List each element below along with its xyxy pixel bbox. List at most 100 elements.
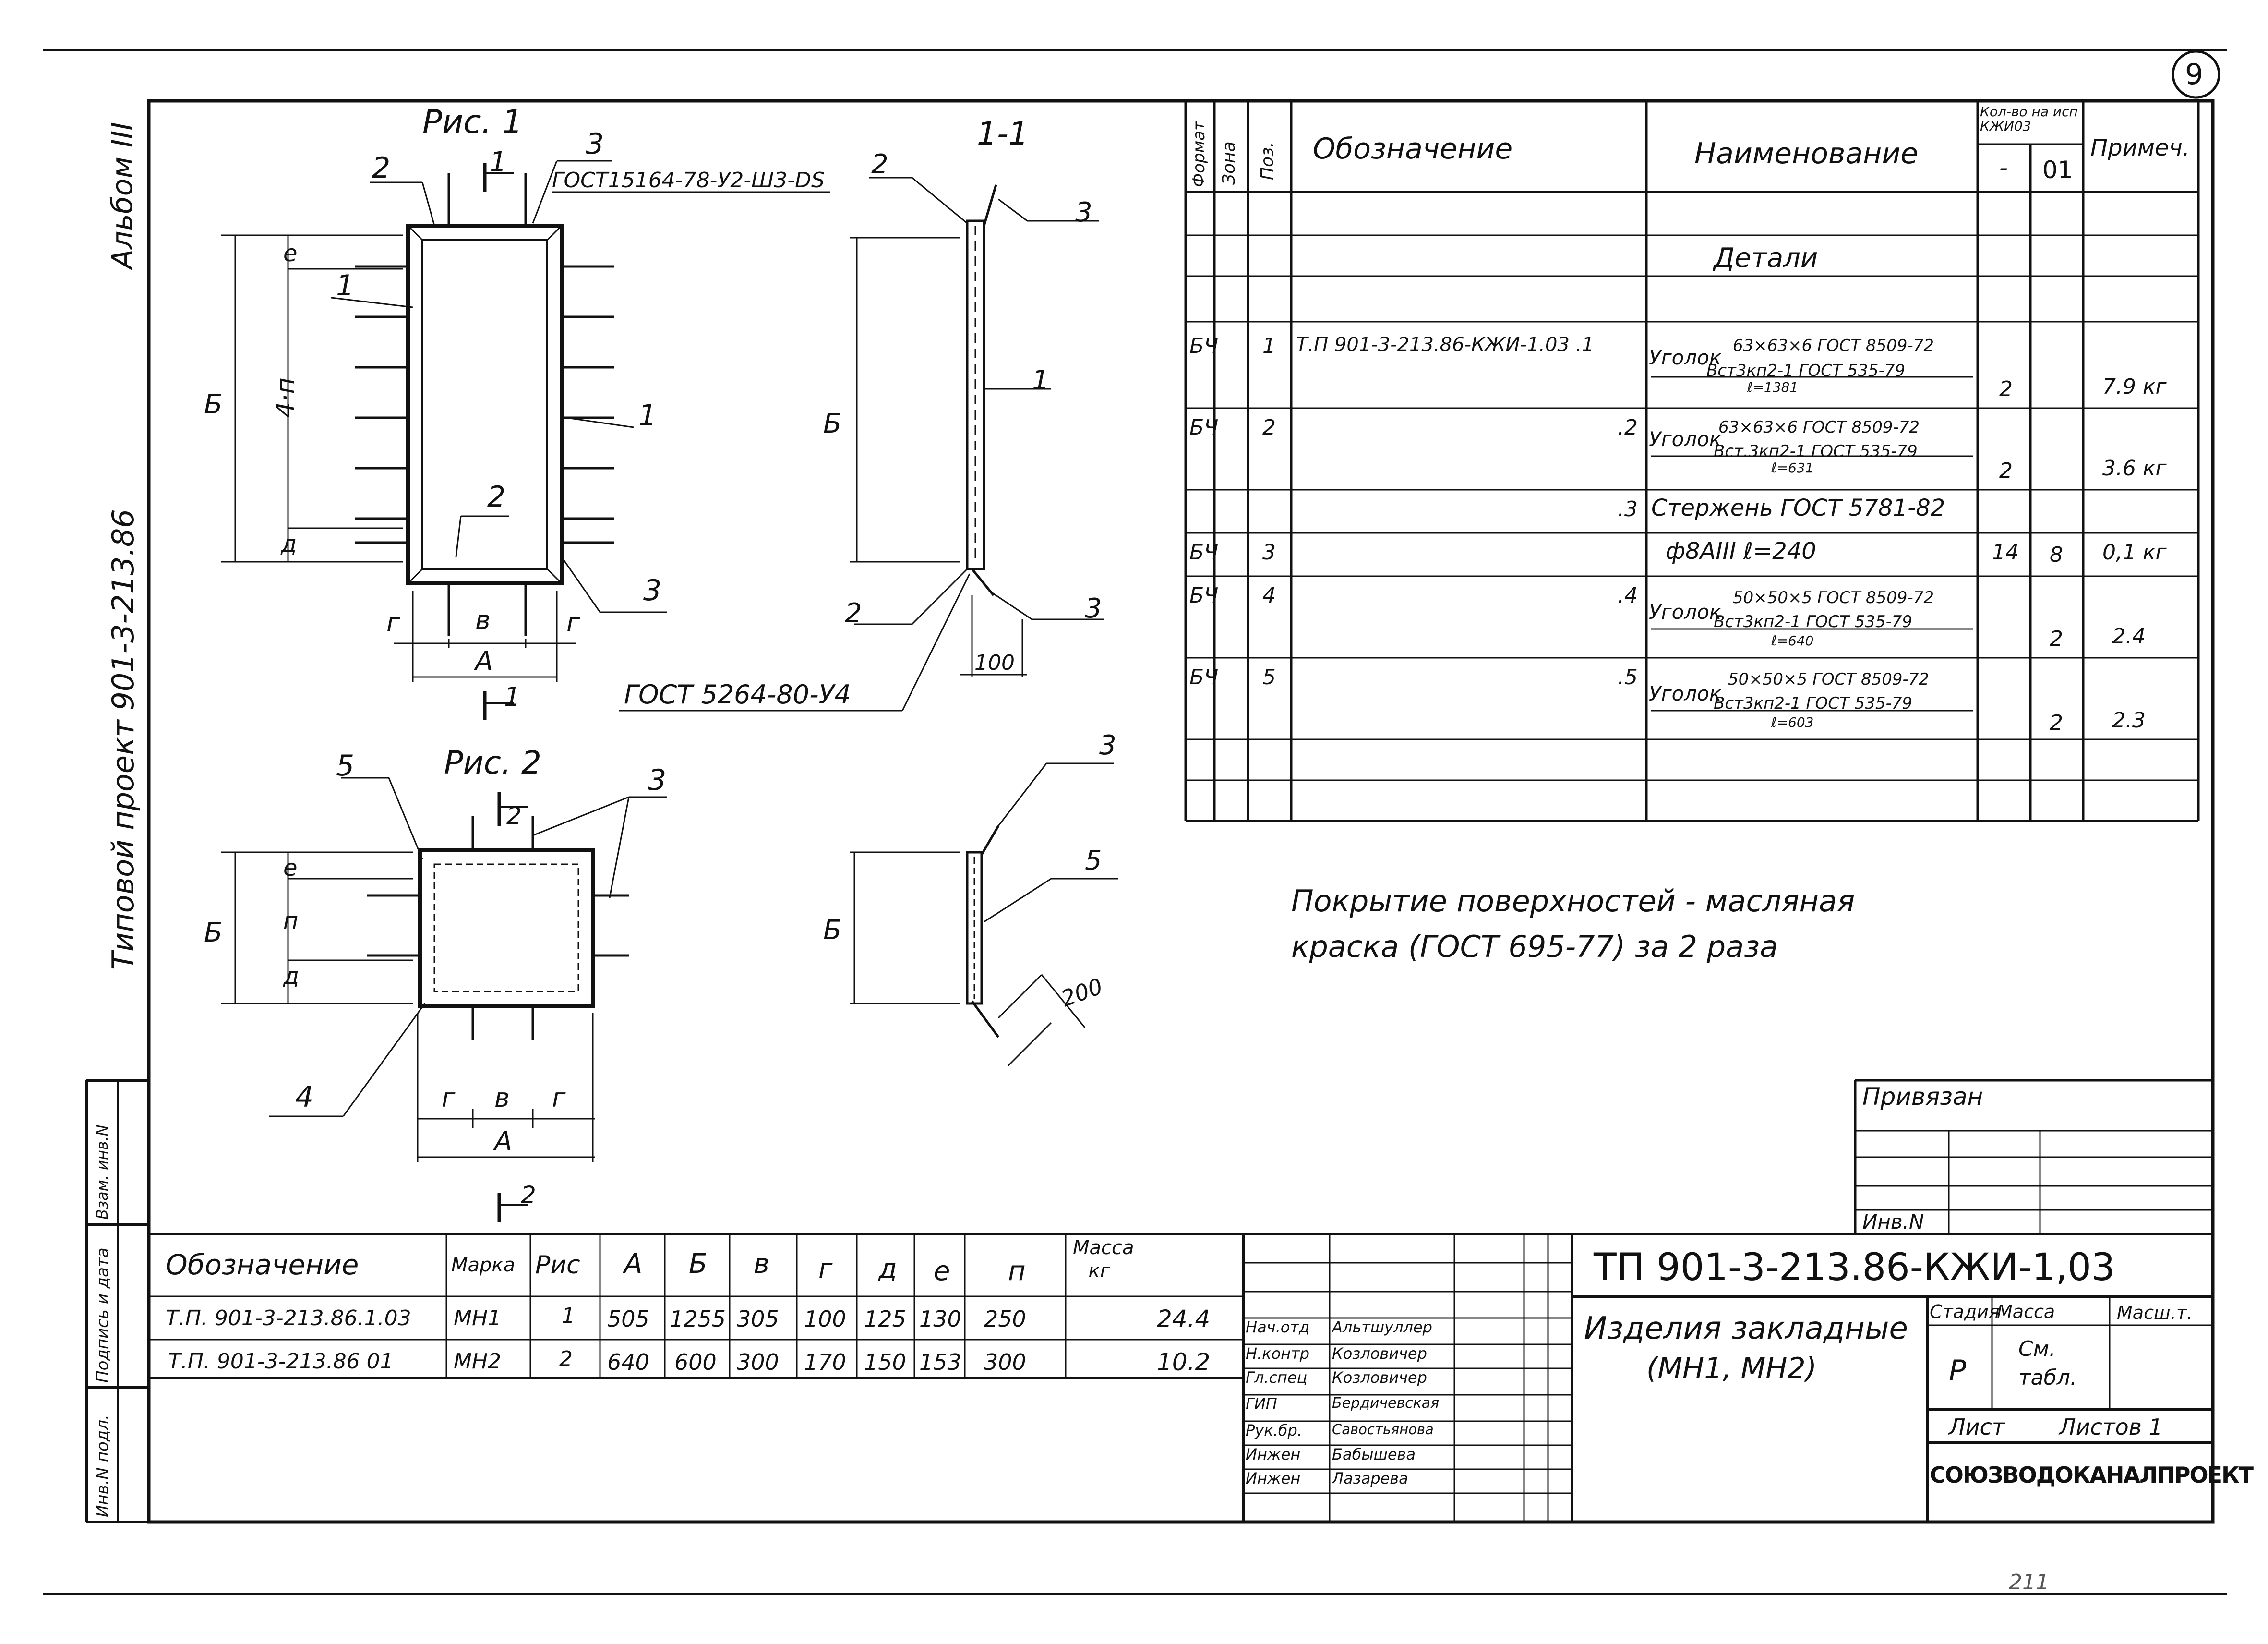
- spec-row1-qty-a: 2: [1999, 377, 2013, 401]
- sec-pos1: 1: [1032, 365, 1049, 396]
- fig1-pos3-bottom: 3: [643, 574, 662, 607]
- fig2-dim-A: А: [494, 1126, 512, 1156]
- spec-row1-designation: Т.П 901-3-213.86-КЖИ-1.03 .1: [1296, 334, 1594, 356]
- spec-row1-name-bot: Вст3кп2-1 ГОСТ 535-79: [1706, 361, 1906, 380]
- coating-note-line2: краска (ГОСТ 695-77) за 2 раза: [1291, 929, 1778, 964]
- spec-row5-name-len: ℓ=640: [1771, 633, 1814, 649]
- spec-header-designation: Обозначение: [1313, 132, 1513, 166]
- spec-row6-note: 2.3: [2112, 708, 2146, 733]
- fig2-dim-B: Б: [204, 917, 223, 948]
- spec-row4-note: 0,1 кг: [2102, 540, 2167, 565]
- marks-r1-designation: Т.П. 901-3-213.86.1.03: [166, 1306, 411, 1330]
- sig-name-6: Бабышева: [1332, 1445, 1416, 1463]
- spec-row1-pos: 1: [1262, 334, 1276, 358]
- fig1-pos1-right: 1: [638, 399, 657, 432]
- stamp-sign-date: Подпись и дата: [93, 1247, 112, 1383]
- fig2-dim-g-left: г: [442, 1083, 456, 1113]
- sig-role-5: Рук.бр.: [1246, 1421, 1302, 1439]
- spec-row3-name: Стержень ГОСТ 5781-82: [1651, 495, 1945, 521]
- sec-pos3-top: 3: [1075, 197, 1092, 228]
- fig1-dim-A: А: [475, 646, 493, 676]
- spec-row5-note: 2.4: [2112, 624, 2146, 649]
- marks-r1-B: 1255: [670, 1306, 726, 1332]
- marks-h-fig: Рис: [535, 1251, 580, 1280]
- fig1-dim-e: е: [283, 240, 298, 267]
- spec-row2-format: БЧ: [1189, 415, 1219, 440]
- spec-row6-format: БЧ: [1189, 665, 1219, 689]
- fig1-pos2-bottom: 2: [487, 480, 506, 514]
- marks-h-v: в: [754, 1248, 770, 1280]
- spec-row1-note: 7.9 кг: [2102, 375, 2167, 399]
- spec-row3-designation: .3: [1618, 497, 1638, 521]
- spec-row5-name: Уголок: [1649, 600, 1722, 624]
- marks-h-g: г: [818, 1253, 833, 1284]
- marks-h-mass: Масса кг: [1073, 1237, 1134, 1282]
- project-label: Типовой проект 901-3-213.86: [106, 509, 141, 970]
- stamp-inv-orig: Инв.N подл.: [93, 1414, 112, 1517]
- marks-r2-B: 600: [674, 1349, 717, 1375]
- title-stage-label: Стадия: [1930, 1301, 2000, 1322]
- marks-r2-A: 640: [607, 1349, 649, 1375]
- marks-r2-mark: МН2: [454, 1349, 502, 1374]
- fig2-section-mark-top: 2: [506, 802, 522, 830]
- spec-header-zone: Зона: [1219, 141, 1239, 185]
- marks-r1-v: 305: [737, 1306, 779, 1332]
- title-line1: Изделия закладные: [1584, 1311, 1908, 1346]
- marks-r1-n: 250: [984, 1306, 1026, 1332]
- fig1-dim-B: Б: [204, 389, 223, 420]
- spec-row4-pos: 3: [1262, 540, 1276, 565]
- sig-name-1: Альтшуллер: [1332, 1318, 1432, 1336]
- marks-h-designation: Обозначение: [166, 1248, 359, 1281]
- fig1-dim-g-left: г: [386, 607, 400, 638]
- spec-row2-name-bot: Вст.3кп2-1 ГОСТ 535-79: [1714, 442, 1918, 461]
- sig-role-7: Инжен: [1246, 1469, 1301, 1487]
- album-label: Альбом III: [106, 122, 139, 269]
- fig2-dim-e: е: [283, 855, 298, 882]
- marks-r2-mass: 10.2: [1157, 1348, 1211, 1376]
- marks-r2-fig: 2: [559, 1347, 573, 1371]
- spec-header-note: Примеч.: [2090, 134, 2190, 161]
- spec-row2-qty-a: 2: [1999, 459, 2013, 483]
- fig1-section-mark-bottom: 1: [504, 682, 521, 712]
- sec-pos2-top: 2: [871, 149, 888, 180]
- fig2-sec-dim-B: Б: [823, 915, 842, 946]
- title-line2: (МН1, МН2): [1646, 1352, 1817, 1385]
- spec-row6-name: Уголок: [1649, 682, 1722, 705]
- fig1-dim-v: в: [475, 605, 491, 635]
- spec-row2-pos: 2: [1262, 415, 1276, 440]
- title-org: СОЮЗВОДОКАНАЛПРОЕКТ: [1930, 1462, 2254, 1488]
- fig2-sec-pos3: 3: [1099, 730, 1116, 761]
- sig-name-3: Козловичер: [1332, 1368, 1427, 1387]
- fig2-pos4: 4: [295, 1080, 314, 1114]
- sig-name-2: Козловичер: [1332, 1344, 1427, 1363]
- binding-title: Привязан: [1862, 1083, 1983, 1111]
- spec-row6-name-bot: Вст3кп2-1 ГОСТ 535-79: [1714, 694, 1913, 713]
- spec-row2-name-top: 63×63×6 ГОСТ 8509-72: [1718, 418, 1920, 437]
- marks-h-A: А: [624, 1248, 643, 1280]
- fig1-gost-weld: ГОСТ15164-78-У2-Ш3-DS: [552, 168, 825, 193]
- fig1-title: Рис. 1: [422, 103, 523, 141]
- marks-r1-d: 125: [864, 1306, 906, 1332]
- spec-row6-designation: .5: [1618, 665, 1638, 689]
- marks-h-e: е: [934, 1256, 950, 1287]
- marks-r2-d: 150: [864, 1349, 906, 1375]
- footer-mark: 211: [2009, 1570, 2049, 1595]
- sheet-number: 9: [2185, 58, 2204, 91]
- fig2-dim-n: п: [283, 907, 299, 934]
- title-stage: Р: [1949, 1354, 1967, 1388]
- fig1-pos1-left: 1: [336, 269, 355, 302]
- spec-row4-format: БЧ: [1189, 540, 1219, 565]
- marks-r1-g: 100: [804, 1306, 846, 1332]
- spec-row6-name-top: 50×50×5 ГОСТ 8509-72: [1728, 670, 1930, 689]
- fig2-sec-pos5: 5: [1085, 845, 1102, 876]
- sec-pos2-bottom: 2: [845, 598, 862, 629]
- spec-header-qty: Кол-во на исп КЖИ03: [1980, 104, 2078, 134]
- fig2-pos3: 3: [648, 763, 667, 797]
- spec-section-details: Детали: [1714, 242, 1818, 274]
- spec-header-name: Наименование: [1694, 137, 1919, 170]
- section-1-1-title: 1-1: [977, 115, 1029, 152]
- fig2-dim-v: в: [494, 1083, 510, 1113]
- spec-row6-name-len: ℓ=603: [1771, 714, 1814, 730]
- marks-r1-mass: 24.4: [1157, 1305, 1211, 1333]
- fig1-dim-g-right: г: [566, 607, 580, 638]
